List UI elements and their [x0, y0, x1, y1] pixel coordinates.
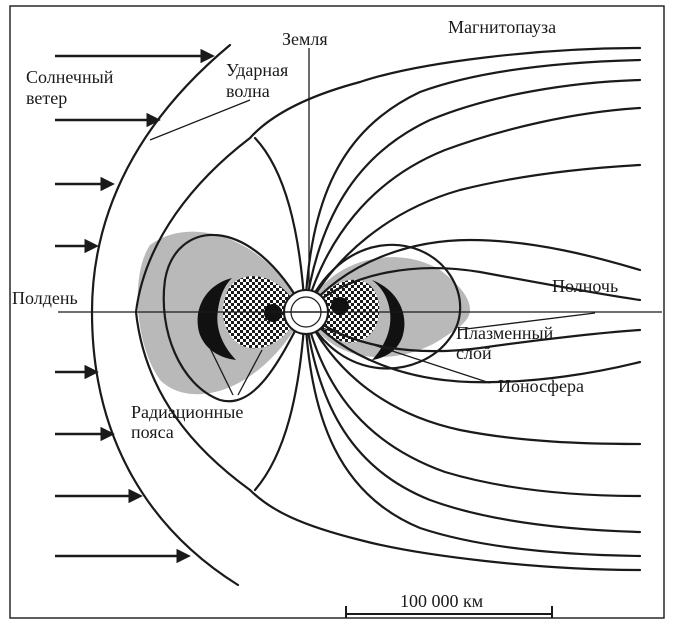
label-solar-wind-2: ветер [26, 88, 67, 108]
earth-globe-icon [284, 290, 328, 334]
label-shock-wave-2: волна [226, 81, 270, 101]
label-plasma-sheet-1: Плазменный [456, 323, 554, 343]
label-noon: Полдень [12, 288, 78, 308]
label-magnetopause: Магнитопауза [448, 17, 556, 37]
label-plasma-sheet-2: слой [456, 343, 492, 363]
label-solar-wind-1: Солнечный [26, 67, 114, 87]
belt-dot-left [264, 304, 282, 322]
label-radiation-belts-1: Радиационные [131, 402, 243, 422]
label-ionosphere: Ионосфера [498, 376, 584, 396]
leader-shock-wave [150, 100, 250, 140]
label-shock-wave-1: Ударная [226, 60, 288, 80]
label-scale: 100 000 км [400, 591, 483, 611]
label-earth: Земля [282, 29, 328, 49]
label-radiation-belts-2: пояса [131, 422, 174, 442]
label-midnight: Полночь [552, 276, 618, 296]
